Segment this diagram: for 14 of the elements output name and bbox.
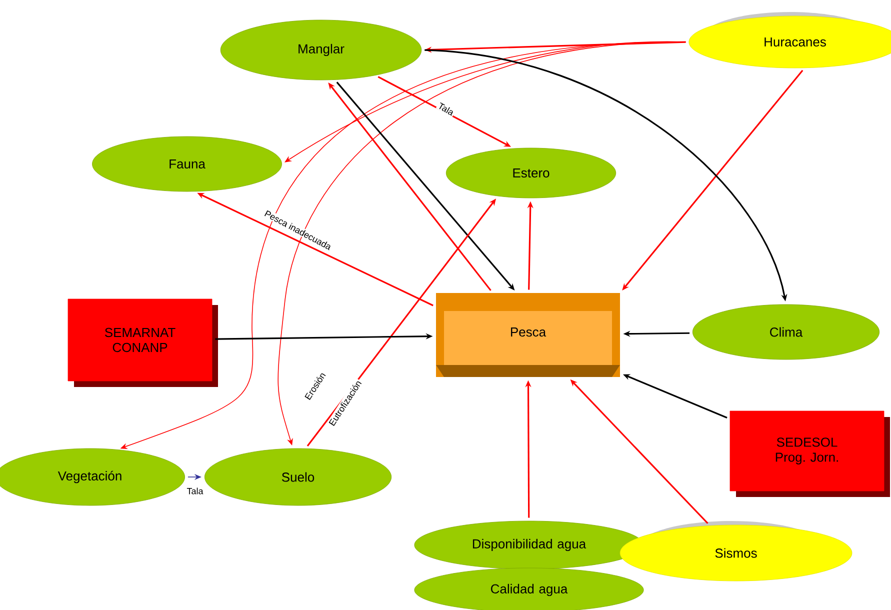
ellipse-node: Disponibilidad agua: [414, 520, 644, 570]
beveled-box-node: Pesca: [436, 293, 620, 377]
box-node: SEMARNAT CONANP: [68, 298, 218, 387]
ellipse-node: Estero: [446, 148, 616, 198]
ellipse-node: Clima: [692, 304, 880, 360]
edge-label: Tala: [186, 486, 204, 496]
ellipse-node: Calidad agua: [414, 568, 644, 610]
box-node: SEDESOL Prog. Jorn.: [730, 410, 890, 497]
ellipse-node: Huracanes: [688, 12, 891, 68]
ellipse-node: Suelo: [204, 448, 392, 506]
edge-label: Tala: [436, 100, 456, 118]
ellipse-node: Fauna: [92, 136, 282, 192]
ellipse-node: Sismos: [620, 521, 852, 582]
ellipse-node: Manglar: [220, 20, 422, 80]
